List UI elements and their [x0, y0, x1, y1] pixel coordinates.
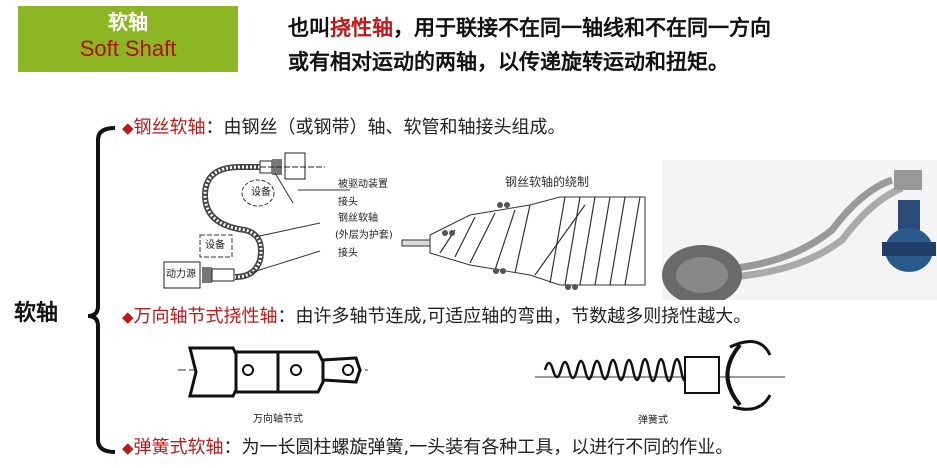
universal-joint-caption: 万向轴节式	[253, 414, 303, 425]
item-universal-joint-shaft: ◆万向轴节式挠性轴：由许多轴节连成,可适应轴的弯曲，节数越多则挠性越大。	[122, 305, 751, 329]
label-steel-wire-shaft: 钢丝软轴	[338, 213, 378, 224]
spring-shaft-diagram: 弹簧式	[535, 335, 795, 430]
intro-line-2: 或有相对运动的两轴，以传递旋转运动和扭矩。	[288, 50, 729, 74]
label-joint-2: 接头	[338, 248, 358, 259]
title-english: Soft Shaft	[79, 36, 177, 61]
soft-shaft-layout-diagram: 被驱动装置 接头 设备 设备 钢丝软轴 (外层为护套) 接头 动力源	[160, 145, 393, 295]
side-label: 软轴	[14, 301, 59, 326]
item-spring-shaft: ◆弹簧式软轴：为一长圆柱螺旋弹簧,一头装有各种工具，以进行不同的作业。	[122, 436, 733, 460]
diamond-bullet-icon: ◆	[122, 439, 134, 457]
bracket	[87, 126, 116, 454]
valve-photo	[662, 160, 937, 300]
item-desc: ：为一长圆柱螺旋弹簧,一头装有各种工具，以进行不同的作业。	[223, 437, 734, 458]
label-joint-1: 接头	[338, 197, 358, 208]
title-chinese: 软轴	[108, 10, 148, 34]
label-sheath-note: (外层为护套)	[335, 230, 393, 241]
title-box: 软轴 Soft Shaft	[18, 6, 238, 72]
intro-line-1: 也叫挠性轴，用于联接不在同一轴线和不在同一方向	[288, 14, 771, 42]
wire-winding-diagram: 钢丝软轴的绕制	[400, 175, 650, 290]
label-equipment-2: 设备	[205, 240, 225, 251]
item-desc: ：由钢丝（或钢带）轴、软管和轴接头组成。	[205, 117, 566, 138]
winding-caption: 钢丝软轴的绕制	[505, 175, 590, 189]
intro-prefix: 也叫	[288, 16, 330, 40]
diamond-bullet-icon: ◆	[122, 119, 134, 137]
intro-highlight: 挠性轴	[330, 16, 393, 40]
label-equipment-1: 设备	[251, 187, 271, 198]
diamond-bullet-icon: ◆	[122, 308, 134, 326]
intro-rest: ，用于联接不在同一轴线和不在同一方向	[393, 16, 771, 40]
item-term: 钢丝软轴	[133, 117, 206, 138]
universal-joint-diagram: 万向轴节式	[178, 338, 378, 433]
spring-caption: 弹簧式	[638, 415, 668, 426]
item-desc: ：由许多轴节连成,可适应轴的弯曲，节数越多则挠性越大。	[277, 306, 752, 327]
label-power-source: 动力源	[166, 269, 196, 280]
label-driven-device: 被驱动装置	[338, 179, 388, 190]
item-term: 弹簧式软轴	[133, 437, 224, 458]
item-steel-wire-shaft: ◆钢丝软轴：由钢丝（或钢带）轴、软管和轴接头组成。	[122, 116, 566, 140]
item-term: 万向轴节式挠性轴	[133, 306, 278, 327]
